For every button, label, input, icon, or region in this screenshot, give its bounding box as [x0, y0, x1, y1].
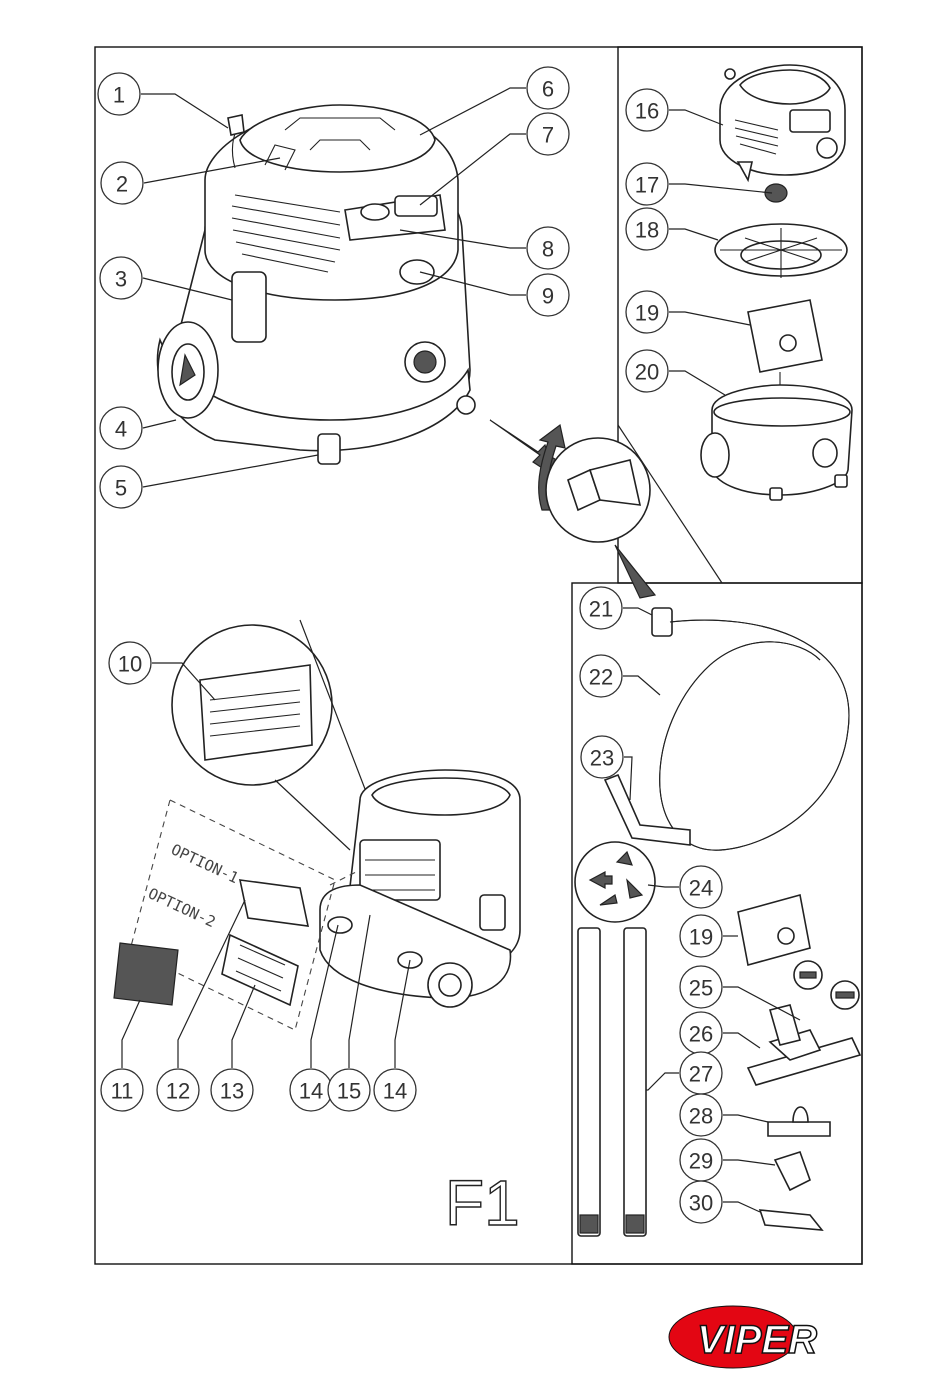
part-callout-18: 18 — [626, 208, 718, 250]
callout-number: 15 — [337, 1079, 361, 1104]
callout-number: 13 — [220, 1079, 244, 1104]
callout-number: 29 — [689, 1149, 713, 1174]
callout-leader-line — [723, 1202, 760, 1212]
callout-number: 9 — [542, 284, 554, 309]
figure-label: F1 — [445, 1167, 520, 1239]
part-callout-24: 24 — [648, 866, 722, 908]
callout-leader-line — [143, 420, 176, 428]
callout-leader-line — [122, 1000, 140, 1068]
callout-number: 14 — [299, 1079, 323, 1104]
callout-number: 16 — [635, 99, 659, 124]
hose-connection-detail — [490, 420, 655, 598]
option-2-label: OPTION-2 — [145, 884, 218, 931]
logo-wordmark: VIPER — [697, 1318, 817, 1362]
callout-leader-line — [723, 1115, 768, 1122]
callout-number: 18 — [635, 218, 659, 243]
part-callout-16: 16 — [626, 89, 723, 131]
callout-number: 6 — [542, 77, 554, 102]
callout-leader-line — [623, 608, 652, 615]
callout-number: 10 — [118, 652, 142, 677]
callout-number: 28 — [689, 1104, 713, 1129]
lower-assembly-drawing — [114, 620, 520, 1030]
callout-leader-line — [141, 94, 228, 128]
callout-number: 17 — [635, 173, 659, 198]
callout-number: 2 — [116, 172, 128, 197]
part-callout-5: 5 — [100, 455, 318, 508]
callout-number: 1 — [113, 83, 125, 108]
callout-number: 22 — [589, 665, 613, 690]
part-callout-19: 19 — [626, 291, 750, 333]
callout-number: 3 — [115, 267, 127, 292]
part-callout-30: 30 — [680, 1181, 760, 1223]
callout-leader-line — [723, 1160, 775, 1165]
callout-number: 7 — [542, 123, 554, 148]
option-1-label: OPTION-1 — [168, 840, 241, 887]
viper-logo: VIPER — [669, 1306, 817, 1368]
callout-leader-line — [669, 184, 772, 193]
callout-leader-line — [646, 1073, 679, 1090]
part-callout-27: 27 — [646, 1052, 722, 1094]
callout-number: 19 — [635, 301, 659, 326]
callout-number: 20 — [635, 360, 659, 385]
part-callout-28: 28 — [680, 1094, 768, 1136]
callout-leader-line — [669, 110, 723, 125]
callout-number: 19 — [689, 925, 713, 950]
callout-number: 11 — [111, 1079, 134, 1104]
part-callout-20: 20 — [626, 350, 725, 395]
callout-leader-line — [669, 371, 725, 395]
callout-number: 27 — [689, 1062, 713, 1087]
callout-number: 4 — [115, 417, 127, 442]
callout-leader-line — [623, 676, 660, 695]
callout-number: 5 — [115, 476, 127, 501]
callout-number: 30 — [689, 1191, 713, 1216]
callout-leader-line — [232, 985, 255, 1068]
callout-leader-line — [143, 455, 318, 487]
callout-number: 24 — [689, 876, 713, 901]
exploded-stack-drawing — [701, 65, 852, 500]
callout-number: 25 — [689, 976, 713, 1001]
part-callout-19: 19 — [680, 915, 738, 957]
part-callout-26: 26 — [680, 1012, 760, 1054]
callout-number: 21 — [589, 597, 613, 622]
callout-number: 8 — [542, 237, 554, 262]
part-callout-13: 13 — [211, 985, 255, 1111]
part-callout-11: 11 — [101, 1000, 143, 1111]
callout-leader-line — [669, 312, 750, 325]
callout-number: 26 — [689, 1022, 713, 1047]
part-callout-4: 4 — [100, 407, 176, 449]
callout-leader-line — [723, 1033, 760, 1048]
part-callout-1: 1 — [98, 73, 228, 128]
callout-leader-line — [420, 88, 526, 135]
callout-number: 12 — [166, 1079, 190, 1104]
main-vacuum-drawing — [157, 105, 475, 464]
callout-number: 14 — [383, 1079, 407, 1104]
callout-number: 23 — [590, 746, 614, 771]
part-callout-22: 22 — [580, 655, 660, 697]
part-callout-29: 29 — [680, 1139, 775, 1181]
callout-leader-line — [669, 229, 718, 240]
